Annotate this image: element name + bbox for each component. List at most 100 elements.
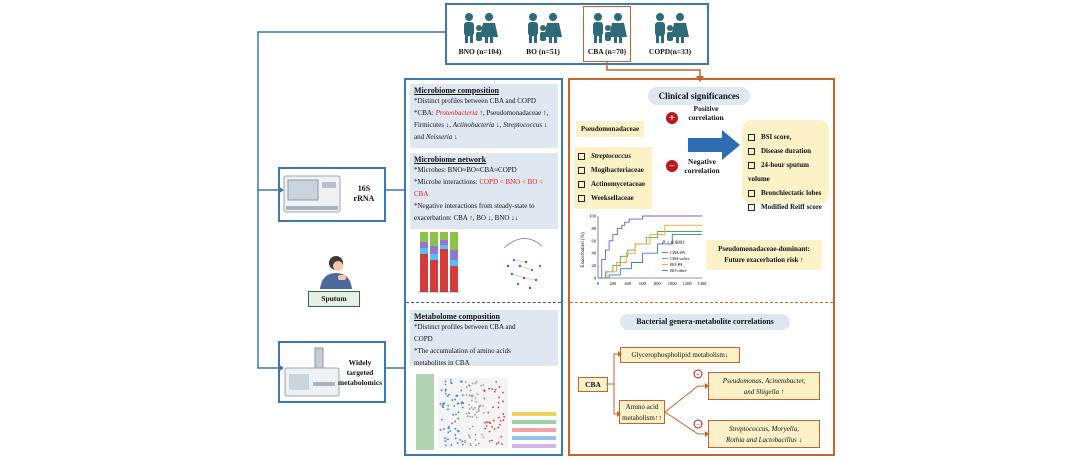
volcano-point [465,393,468,396]
volcano-point [452,413,455,416]
risk-box: Pseudomonadaceae-dominant: Future exacer… [706,240,822,270]
volcano-point [502,400,504,403]
volcano-point [472,408,475,411]
volcano-point [441,418,443,421]
rrna-line1: 16S [357,184,371,193]
volcano-point [477,410,480,412]
volcano-point [447,408,449,411]
volcano-point [477,408,480,411]
km-legend-label: CBA-PA [670,250,685,255]
volcano-point [488,430,491,433]
stacked-bars [418,232,460,293]
volcano-point [447,438,449,441]
km-series-line [598,234,702,279]
volcano-point [468,408,471,410]
volcano-point [475,416,478,419]
volcano-point [466,415,469,418]
volcano-point [454,420,457,423]
mc-line1: *Distinct profiles between CBA and COPD [414,97,536,105]
volcano-point [444,380,447,383]
rrna-box [278,167,386,222]
minus-icon [666,160,678,172]
volcano-point [456,442,459,445]
microbiome-thumbnails [418,232,543,293]
volcano-point [497,426,500,429]
volcano-point [439,429,442,431]
volcano-point [439,402,442,405]
volcano-point [483,390,486,393]
mb-line3: *The accumulation of amino acids [414,347,511,355]
volcano-point [470,399,473,402]
volcano-point [442,402,445,405]
volcano-point [468,394,471,397]
genera-connectors: + − [606,351,709,437]
list-item: Disease duration [748,144,823,158]
right-column [568,78,835,456]
km-x-tick: 1000 [668,281,678,286]
volcano-point [447,425,450,428]
list-item: Streptococcus [578,149,648,163]
cba-highlight-box [583,6,631,62]
metabolomics-box [278,341,386,403]
group-label-cba: CBA (n=70) [587,47,627,56]
mn-line3: CBA [414,190,429,198]
svg-text:−: − [669,161,675,172]
volcano-point [483,397,486,400]
volcano-point [453,405,456,407]
mn-line4: *Negative interactions from steady-state… [414,202,535,210]
volcano-point [493,428,496,430]
negative-correlation-label: Negative correlation [684,157,720,175]
volcano-point [461,406,464,409]
volcano-point [492,406,494,409]
volcano-point [503,415,506,418]
volcano-point [457,411,460,414]
volcano-point [454,437,457,440]
volcano-point [454,433,457,436]
volcano-point [479,404,482,407]
volcano-point [491,439,493,442]
volcano-point [474,438,477,441]
volcano-point [465,386,468,389]
group-label-copd: COPD(n=33) [648,47,692,56]
volcano-point [486,421,489,424]
volcano-point [497,441,500,444]
volcano-point [444,388,447,391]
risk-line1: Pseudomonadaceae-dominant: [718,245,810,253]
volcano-point [461,443,464,446]
volcano-point [476,411,478,414]
volcano-point [475,444,477,447]
list-item: Mogibacteriaceae [578,163,648,177]
volcano-point [441,404,444,407]
km-y-tick: 100 [589,214,597,219]
volcano-point [451,399,454,401]
rrna-line2: rRNA [353,194,375,203]
volcano-point [468,411,470,414]
km-pvalue: P < 0.0001 [661,241,685,246]
list-item: Bronchiectatic lobes [748,186,823,200]
volcano-point [444,389,447,392]
clinical-title: Clinical significances [648,87,750,105]
negative-taxa-list: Streptococcus Mogibacteriaceae Actinomyc… [574,147,652,209]
km-x-tick: 1200 [683,281,693,286]
volcano-point [501,443,503,445]
svg-text:+: + [696,371,700,379]
volcano-point [455,413,457,416]
mn-line1: *Microbes: BNO≈BO≈CBA≈COPD [414,166,517,174]
volcano-point [491,425,494,428]
volcano-point [488,421,491,424]
volcano-point [465,412,468,415]
volcano-point [457,417,460,420]
volcano-point [464,439,466,442]
person-icon [320,256,352,289]
volcano-point [459,439,462,441]
volcano-point [471,382,474,385]
volcano-point [450,444,453,446]
km-y-tick: 0 [594,276,597,281]
volcano-point [440,389,443,392]
volcano-point [493,390,496,393]
metabolomics-label: Widely targeted metabolomics [336,358,384,388]
correlation-arrow: + − [666,112,740,172]
middle-column [404,78,563,456]
km-lines [598,215,702,279]
volcano-point [482,404,484,407]
